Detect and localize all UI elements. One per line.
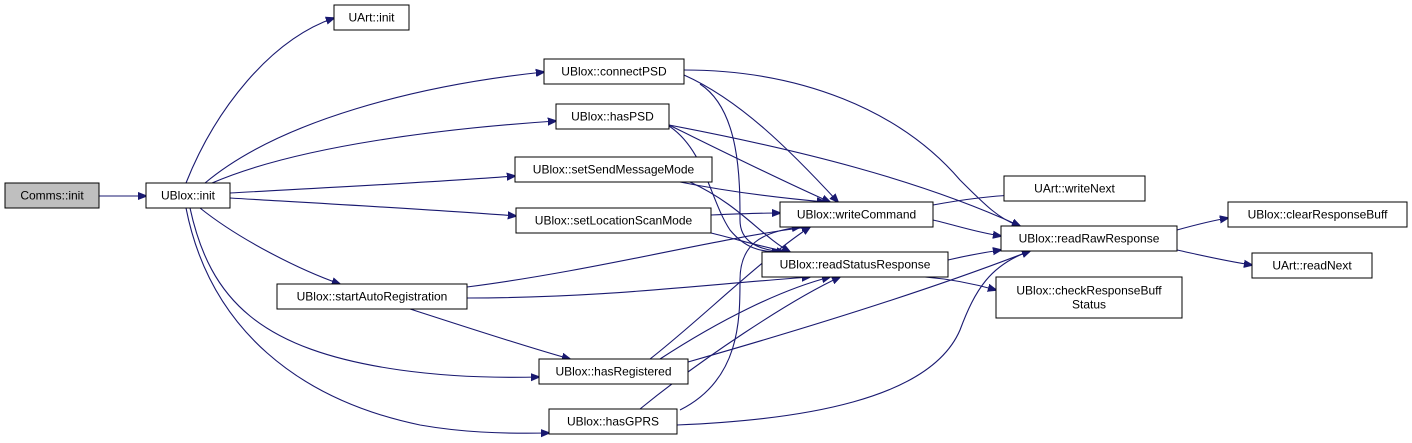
edges-layer [99,18,1252,433]
node-box [555,103,670,130]
node-box [779,201,934,228]
edge-hasRegistered-to-writeCommand [649,227,810,360]
edge-ublox_init-to-hasGPRS [185,207,549,433]
node-label: UBlox::setSendMessageMode [533,163,695,177]
node-label: UArt::writeNext [1034,182,1115,196]
edge-readStatusResponse-to-checkResponseBuffStatus [924,276,996,290]
node-box [538,358,689,385]
node-clearResponseBuff[interactable]: UBlox::clearResponseBuff [1227,201,1408,228]
node-box [333,4,410,31]
edge-hasPSD-to-readRawResponse [668,124,1020,226]
node-label: UBlox::setLocationScanMode [535,214,693,228]
node-label: UBlox::connectPSD [561,65,667,79]
node-writeNext[interactable]: UArt::writeNext [1003,175,1146,202]
edge-setLocationScanMode-to-writeCommand [710,213,780,215]
node-label: UBlox::init [161,189,216,203]
edge-ublox_init-to-hasRegistered [189,207,539,377]
node-box [761,251,949,278]
node-ublox_init[interactable]: UBlox::init [145,182,231,209]
node-setSendMessageMode[interactable]: UBlox::setSendMessageMode [514,156,713,183]
edge-hasGPRS-to-writeCommand [679,227,800,411]
edge-ublox_init-to-setSendMessageMode [229,176,515,194]
edge-ublox_init-to-setLocationScanMode [229,197,516,216]
node-label: UBlox::writeCommand [797,208,916,222]
edge-setLocationScanMode-to-readStatusResponse [710,232,790,252]
edge-startAutoRegistration-to-hasRegistered [409,308,570,359]
edge-setSendMessageMode-to-readStatusResponse [689,181,790,252]
node-label: UBlox::startAutoRegistration [297,290,448,304]
edge-ublox_init-to-hasPSD [211,121,556,184]
edge-readRawResponse-to-readNext [1176,249,1252,265]
edge-hasPSD-to-readStatusResponse [668,125,780,252]
node-label: UBlox::hasRegistered [555,365,671,379]
edge-ublox_init-to-startAutoRegistration [199,207,340,284]
edge-setSendMessageMode-to-writeCommand [679,181,825,202]
edge-connectPSD-to-readRawResponse [683,69,1020,226]
node-uart_init[interactable]: UArt::init [333,4,410,31]
node-setLocationScanMode[interactable]: UBlox::setLocationScanMode [515,207,712,234]
node-writeCommand[interactable]: UBlox::writeCommand [779,201,934,228]
node-label: Status [1072,298,1106,312]
node-box [1251,252,1373,279]
node-readStatusResponse[interactable]: UBlox::readStatusResponse [761,251,949,278]
node-label: UBlox::clearResponseBuff [1248,208,1389,222]
node-hasRegistered[interactable]: UBlox::hasRegistered [538,358,689,385]
edge-hasPSD-to-writeCommand [668,124,830,202]
node-box [514,156,713,183]
node-box [543,58,685,85]
node-label: UBlox::hasPSD [571,110,654,124]
edge-readRawResponse-to-clearResponseBuff [1176,218,1228,231]
edge-writeCommand-to-readRawResponse [932,219,1001,236]
node-readRawResponse[interactable]: UBlox::readRawResponse [1000,225,1178,252]
node-label: UArt::readNext [1272,259,1352,273]
node-box [276,283,468,310]
node-box [995,276,1183,319]
node-label: Comms::init [20,189,84,203]
edge-startAutoRegistration-to-writeCommand [466,227,810,288]
node-box [1227,201,1408,228]
node-box [1003,175,1146,202]
edge-writeCommand-to-writeNext [932,195,1015,206]
edge-startAutoRegistration-to-readStatusResponse [466,277,810,299]
node-comms_init[interactable]: Comms::init [4,182,100,209]
edge-readStatusResponse-to-readRawResponse [947,250,1001,261]
node-box [4,182,100,209]
node-label: UArt::init [348,11,395,25]
edge-ublox_init-to-connectPSD [204,72,544,184]
node-box [145,182,231,209]
node-startAutoRegistration[interactable]: UBlox::startAutoRegistration [276,283,468,310]
node-label: UBlox::readRawResponse [1019,232,1160,246]
node-box [515,207,712,234]
node-label: UBlox::checkResponseBuff [1016,284,1162,298]
node-connectPSD[interactable]: UBlox::connectPSD [543,58,685,85]
node-readNext[interactable]: UArt::readNext [1251,252,1373,279]
node-label: UBlox::hasGPRS [567,415,659,429]
edge-ublox_init-to-uart_init [185,18,334,184]
node-label: UBlox::readStatusResponse [780,258,931,272]
edge-connectPSD-to-readStatusResponse [699,83,785,252]
node-box [548,408,678,435]
edge-connectPSD-to-writeCommand [683,74,838,202]
node-box [1000,225,1178,252]
nodes-layer: Comms::init UBlox::init UArt::initUBlox::c… [4,4,1408,435]
node-hasGPRS[interactable]: UBlox::hasGPRS [548,408,678,435]
edge-hasRegistered-to-readRawResponse [687,251,1030,363]
edge-hasGPRS-to-readRawResponse [676,251,1030,426]
edge-hasRegistered-to-readStatusResponse [659,277,830,360]
edge-hasGPRS-to-readStatusResponse [639,277,840,410]
node-hasPSD[interactable]: UBlox::hasPSD [555,103,670,130]
